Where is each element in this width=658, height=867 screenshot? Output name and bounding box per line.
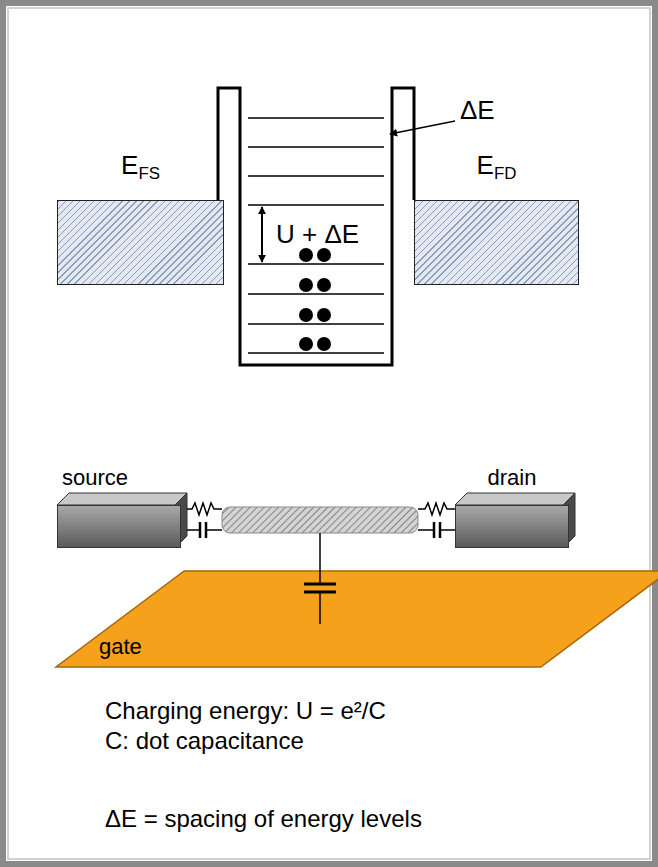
- frame-inner: [8, 8, 650, 859]
- electron: [299, 248, 313, 262]
- energy-level: [248, 175, 384, 177]
- electrode-box: source: [57, 505, 181, 548]
- leader-arrow: [390, 121, 455, 134]
- fermi-sea: EFS: [57, 200, 224, 285]
- wire: [418, 529, 434, 531]
- energy-levels: [248, 118, 384, 353]
- electron: [299, 278, 313, 292]
- fermi-sea: EFD: [414, 200, 579, 285]
- box-top-face: [455, 493, 575, 505]
- symbol-main: E: [121, 150, 138, 180]
- electron: [299, 337, 313, 351]
- well-walls: [218, 88, 414, 365]
- electrode-label: drain: [456, 465, 568, 490]
- wire: [440, 529, 455, 531]
- gate-capacitor: [304, 533, 336, 624]
- note-text: ΔE = spacing of energy levels: [105, 805, 422, 833]
- fermi-level-label: EFD: [415, 151, 578, 181]
- electron: [317, 337, 331, 351]
- electrons: [299, 248, 331, 351]
- gap-arrow: [261, 207, 263, 262]
- circuit-wires: [187, 503, 455, 538]
- frame: [3, 3, 655, 864]
- electron: [317, 278, 331, 292]
- gate-shape: [56, 571, 658, 667]
- label-anchor: ΔE: [460, 96, 495, 126]
- label-anchor: C: dot capacitance: [105, 727, 304, 755]
- gate-plate: gate: [55, 570, 658, 668]
- resistor-symbol: [418, 503, 455, 515]
- wire: [187, 529, 200, 531]
- wire: [319, 533, 321, 584]
- energy-level: [248, 293, 384, 295]
- note-text: C: dot capacitance: [105, 727, 304, 755]
- energy-level: [248, 263, 384, 265]
- electrode-box: drain: [455, 505, 569, 548]
- electrode-label: source: [58, 465, 180, 490]
- capacitor-symbol: [199, 522, 202, 538]
- nanotube: [222, 507, 418, 533]
- electron: [317, 308, 331, 322]
- energy-level: [248, 146, 384, 148]
- note-text: Charging energy: U = e²/C: [105, 697, 386, 725]
- electron: [299, 308, 313, 322]
- gate-label: gate: [99, 634, 658, 659]
- label-anchor: U + ΔE: [276, 220, 359, 250]
- capacitor-symbol: [433, 522, 436, 538]
- box-top-face: [57, 493, 187, 505]
- label-anchor: Charging energy: U = e²/C: [105, 697, 386, 725]
- symbol-subscript: FS: [138, 164, 160, 183]
- energy-level: [248, 323, 384, 325]
- wire: [206, 529, 222, 531]
- energy-level: [248, 204, 384, 206]
- wire: [319, 592, 321, 624]
- fermi-level-label: EFS: [58, 151, 223, 181]
- energy-level: [248, 117, 384, 119]
- symbol-main: E: [477, 150, 494, 180]
- electron: [317, 248, 331, 262]
- gap-label: U + ΔE: [276, 220, 359, 250]
- device: [57, 493, 575, 548]
- gate-outline: [55, 570, 658, 668]
- level-spacing-label: ΔE: [460, 96, 495, 126]
- label-anchor: ΔE = spacing of energy levels: [105, 805, 422, 833]
- energy-level: [248, 352, 384, 354]
- capacitor-symbol: [304, 583, 336, 586]
- symbol-subscript: FD: [494, 164, 517, 183]
- resistor-symbol: [187, 503, 222, 515]
